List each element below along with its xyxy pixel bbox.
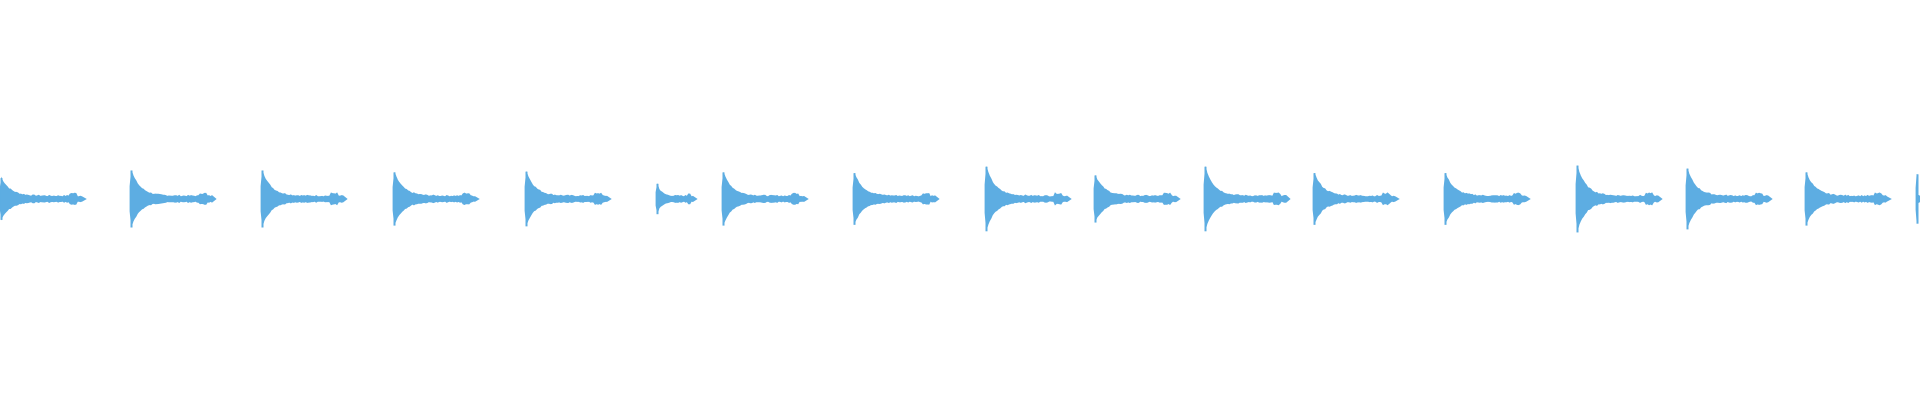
waveform-transient [852, 173, 940, 224]
waveform-transient [1203, 166, 1291, 230]
waveform-transient [129, 170, 217, 227]
waveform-transient [1804, 172, 1892, 225]
waveform-transient [0, 176, 87, 221]
waveform-transient [655, 183, 698, 214]
waveform-transient [721, 172, 809, 225]
waveform-transient [524, 171, 612, 226]
waveform-transients [0, 165, 1920, 233]
waveform-transient [1685, 168, 1773, 229]
waveform-transient [1312, 173, 1400, 224]
waveform-transient [1443, 173, 1531, 224]
waveform-transient [984, 166, 1072, 230]
waveform-transient [1093, 175, 1181, 222]
waveform-transient [392, 172, 480, 225]
waveform-transient [1575, 165, 1663, 231]
waveform-transient [260, 170, 348, 227]
